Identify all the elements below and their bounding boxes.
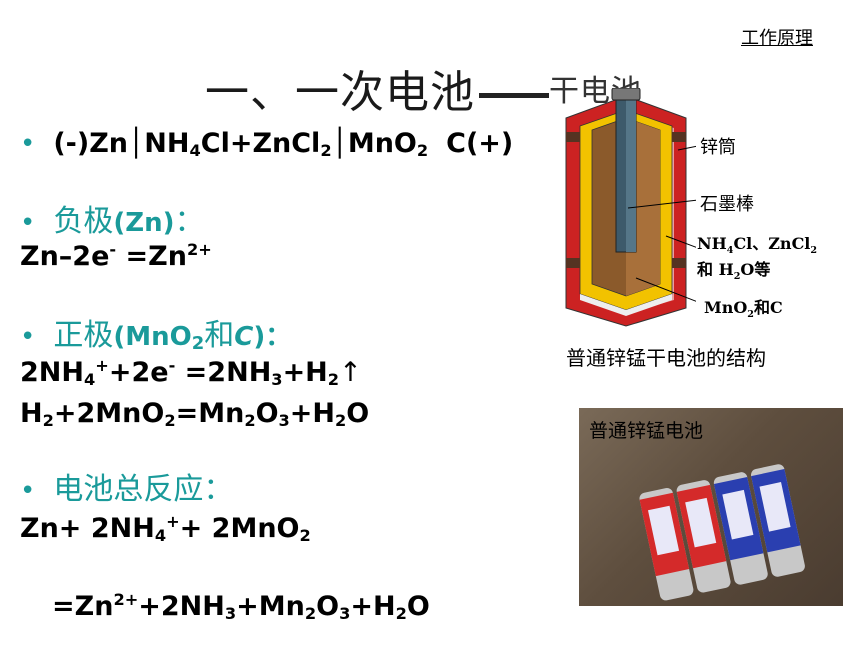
total-reaction-heading: •电池总反应： — [20, 472, 234, 507]
total-equation-2: =Zn2++2NH3+Mn2O3+H2O — [52, 590, 430, 623]
label-mno2: MnO2和C — [704, 298, 783, 320]
graphite-rod-face — [626, 92, 636, 252]
label-electrolyte: NH4Cl、ZnCl2 和 H2O等 — [697, 234, 818, 282]
rod-cap — [611, 88, 641, 101]
page-title: 一、一次电池干电池 — [205, 56, 642, 120]
positive-electrode-heading: •正极(MnO2和C)： — [20, 318, 292, 354]
title-text: 一、一次电池 — [205, 67, 475, 118]
label-zinc-can: 锌筒 — [700, 137, 736, 158]
leader-mno2 — [635, 277, 696, 302]
batteries-illustration — [639, 464, 805, 601]
bullet-dot: • — [20, 476, 36, 506]
bullet-dot: • — [20, 129, 36, 159]
photo-title: 普通锌锰电池 — [589, 420, 704, 442]
bullet-dot: • — [20, 208, 36, 238]
band-bottom-right — [672, 258, 686, 268]
battery-4 — [751, 464, 805, 577]
leader-electrolyte — [665, 235, 696, 248]
leader-zinc — [677, 145, 696, 151]
leader-rod — [627, 199, 696, 209]
band-top-left — [566, 132, 580, 142]
positive-equation-1: 2NH4++2e- =2NH3+H2↑ — [20, 356, 362, 389]
work-principle-link[interactable]: 工作原理 — [741, 28, 813, 49]
negative-electrode-heading: •负极(Zn)： — [20, 204, 205, 239]
bottom-seal — [580, 294, 672, 316]
band-bottom-left — [566, 258, 580, 268]
bullet-dot: • — [20, 322, 36, 352]
band-top-right — [672, 132, 686, 142]
battery-structure-diagram — [565, 88, 696, 327]
diagram-caption: 普通锌锰干电池的结构 — [566, 346, 766, 370]
negative-equation: Zn–2e- =Zn2+ — [20, 240, 212, 272]
title-dash — [479, 93, 549, 98]
battery-1 — [639, 487, 694, 601]
battery-2 — [676, 480, 731, 593]
battery-3 — [713, 472, 768, 585]
positive-equation-2: H2+2MnO2=Mn2O3+H2O — [20, 398, 370, 430]
battery-photo: 普通锌锰电池 — [579, 408, 843, 606]
total-equation-1: Zn+ 2NH4++ 2MnO2 — [20, 512, 311, 545]
label-graphite-rod: 石墨棒 — [700, 194, 754, 215]
